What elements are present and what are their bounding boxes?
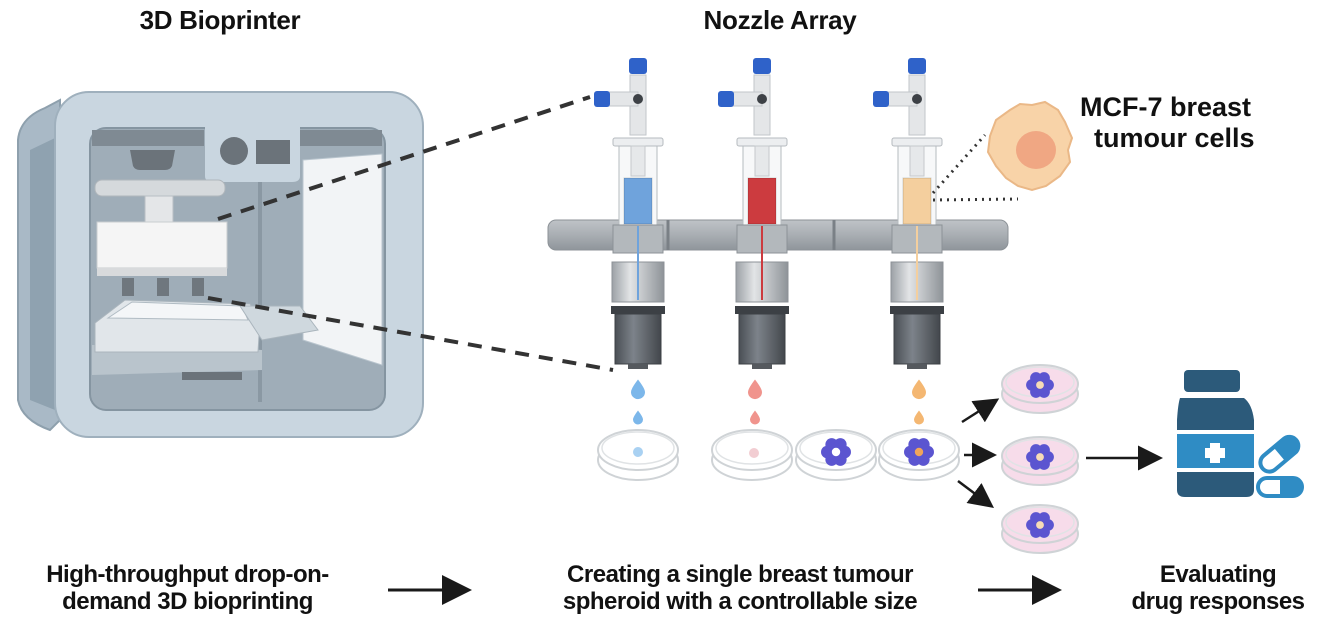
zoom-line-bottom <box>207 296 614 372</box>
result-dish-3 <box>1001 504 1079 554</box>
syringe-fluid <box>902 177 932 225</box>
spheroid-icon <box>821 438 851 466</box>
valve-cap-top <box>753 58 771 74</box>
tumour-cell-icon <box>986 100 1074 192</box>
workflow-step-3-line1: Evaluating <box>1159 561 1277 588</box>
pills-icon <box>1256 434 1304 498</box>
workflow-step-1: High-throughput drop-on- demand 3D biopr… <box>20 561 355 616</box>
arrow-to-dish-bottom <box>957 480 994 508</box>
workflow-step-2-line2: spheroid with a controllable size <box>562 587 918 615</box>
dish-cells <box>878 429 960 481</box>
dish-red <box>711 429 793 481</box>
valve-cap-side <box>594 91 610 107</box>
zoom-line-top <box>217 95 591 221</box>
spheroid-icon <box>904 438 934 466</box>
workflow-step-2-line1: Creating a single breast tumour <box>567 561 913 588</box>
bioprinter <box>17 91 614 438</box>
workflow-step-3-line2: drug responses <box>1131 587 1305 615</box>
valve-cap-top <box>908 58 926 74</box>
droplet <box>914 410 924 425</box>
control-display <box>256 140 290 164</box>
valve-cap-side <box>873 91 889 107</box>
droplet <box>750 410 760 425</box>
print-head <box>96 221 228 269</box>
printer-title: 3D Bioprinter <box>139 5 301 35</box>
cell-label-line2: tumour cells <box>1094 123 1255 154</box>
drug-bottle-icon <box>1177 370 1254 497</box>
nozzle-blue <box>594 58 665 369</box>
arrow-to-dish-top <box>961 398 1000 424</box>
cell-label-line1: MCF-7 breast <box>1080 92 1252 122</box>
nozzle-array-title: Nozzle Array <box>703 5 857 35</box>
result-dish-1 <box>1001 364 1079 414</box>
result-dish-2 <box>1001 436 1079 486</box>
spheroid-icon <box>1026 372 1054 398</box>
syringe-fluid <box>747 177 777 225</box>
droplet <box>748 379 762 400</box>
dish-blue <box>597 429 679 481</box>
nozzle-cells <box>873 58 944 369</box>
valve-cap-side <box>718 91 734 107</box>
workflow-step-1-line1: High-throughput drop-on- <box>46 561 329 588</box>
workflow-step-2: Creating a single breast tumour spheroid… <box>505 561 975 616</box>
cell-label: MCF-7 breast tumour cells <box>1080 92 1255 154</box>
droplet <box>912 379 926 400</box>
dish-spheroid <box>795 429 877 481</box>
droplet <box>633 410 643 425</box>
workflow-step-3: Evaluating drug responses <box>1115 561 1321 616</box>
droplet <box>631 379 645 400</box>
spheroid-icon <box>1026 512 1054 538</box>
valve-cap-top <box>629 58 647 74</box>
control-knob <box>220 137 248 165</box>
nozzle-red <box>718 58 789 369</box>
cell-callout-line-top <box>931 133 987 195</box>
spheroid-icon <box>1026 444 1054 470</box>
workflow-step-1-line2: demand 3D bioprinting <box>62 587 313 615</box>
syringe-fluid <box>623 177 653 225</box>
cell-callout-line-bottom <box>932 197 1019 202</box>
